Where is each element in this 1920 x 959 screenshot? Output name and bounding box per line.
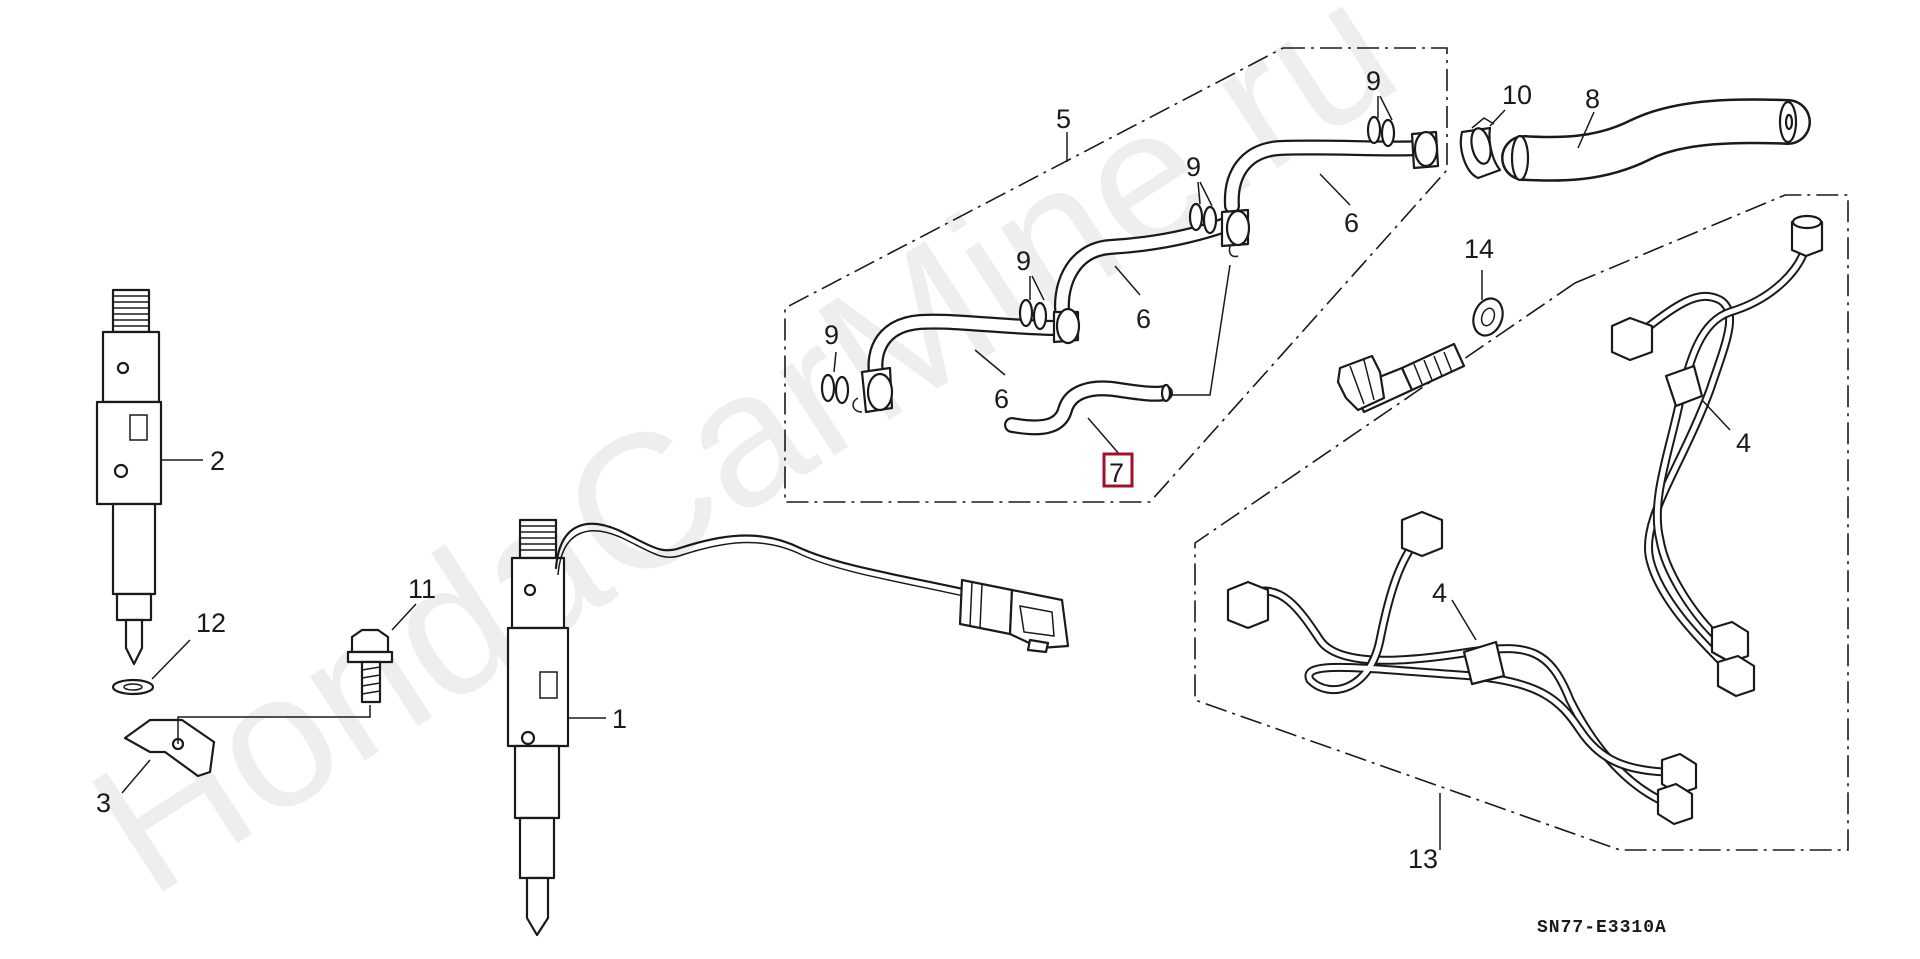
o-rings-part-9-a xyxy=(820,373,850,405)
o-rings-part-9-c xyxy=(1188,202,1218,235)
callout-4-upper: 4 xyxy=(1736,428,1751,458)
callout-9-a: 9 xyxy=(824,320,839,350)
callout-6-middle: 6 xyxy=(1136,304,1151,334)
callout-9-c: 9 xyxy=(1186,152,1201,182)
injector-part-2 xyxy=(95,288,163,666)
banjo-fitting-lower xyxy=(852,366,894,414)
leader-9-d xyxy=(1377,95,1393,121)
leader-4-b xyxy=(1451,599,1477,641)
leader-7 xyxy=(1087,417,1121,456)
group-5-outline xyxy=(784,47,1448,503)
leader-4-a xyxy=(1701,399,1731,431)
callout-13: 13 xyxy=(1408,844,1438,874)
callout-11: 11 xyxy=(408,574,436,604)
callout-7: 7 xyxy=(1109,458,1124,488)
callout-5: 5 xyxy=(1056,104,1071,134)
callout-12: 12 xyxy=(196,608,226,638)
pipe-clamp-part-4-lower xyxy=(1462,640,1506,686)
callout-14: 14 xyxy=(1464,234,1494,264)
washer-part-14 xyxy=(1472,297,1504,337)
o-rings-part-9-b xyxy=(1018,298,1048,331)
group-13-outline xyxy=(1194,194,1849,851)
washer-part-12 xyxy=(111,678,155,696)
callout-4-lower: 4 xyxy=(1432,578,1447,608)
injector-part-1 xyxy=(506,518,570,937)
banjo-fitting-end xyxy=(1410,130,1440,170)
injection-pipes-part-13 xyxy=(1226,214,1824,826)
leader-8 xyxy=(1577,111,1595,149)
o-rings-part-9-d xyxy=(1366,115,1396,148)
pipe-clamp-part-4-upper xyxy=(1664,364,1704,408)
clamp-plate-part-3 xyxy=(123,718,216,778)
leader-9-a xyxy=(833,351,837,373)
leader-6-c xyxy=(1319,173,1351,206)
leader-3 xyxy=(121,759,151,794)
fuel-hose-part-8 xyxy=(1501,98,1811,182)
banjo-bolt-part-14 xyxy=(1336,342,1466,414)
leader-11 xyxy=(391,603,417,631)
leader-9-b xyxy=(1029,275,1045,301)
tube-7-link-line xyxy=(1170,264,1231,396)
callout-1: 1 xyxy=(612,704,627,734)
leader-10 xyxy=(1489,109,1506,127)
callout-3: 3 xyxy=(96,788,111,818)
banjo-fitting-mid-2 xyxy=(1220,208,1251,258)
callout-9-b: 9 xyxy=(1016,246,1031,276)
callout-10: 10 xyxy=(1502,80,1532,110)
hose-clamp-part-10 xyxy=(1459,117,1502,180)
leader-6-a xyxy=(974,349,1006,376)
callout-6-upper: 6 xyxy=(1344,208,1359,238)
callout-2: 2 xyxy=(210,446,225,476)
highlight-box-7 xyxy=(1102,452,1134,488)
sensor-connector xyxy=(958,578,1070,654)
watermark: HondaCarMine.ru xyxy=(57,0,1430,934)
bolt-part-11 xyxy=(346,628,394,704)
leader-6-b xyxy=(1114,265,1141,296)
callout-9-d: 9 xyxy=(1366,66,1381,96)
sensor-wire xyxy=(554,522,970,592)
diagram-code: SN77-E3310A xyxy=(1537,918,1667,938)
callout-8: 8 xyxy=(1585,84,1600,114)
leader-9-c xyxy=(1197,181,1213,207)
bolt-plate-link xyxy=(177,705,371,744)
leader-12 xyxy=(151,639,191,680)
callout-6-lower: 6 xyxy=(994,384,1009,414)
banjo-fitting-mid-1 xyxy=(1052,307,1081,345)
